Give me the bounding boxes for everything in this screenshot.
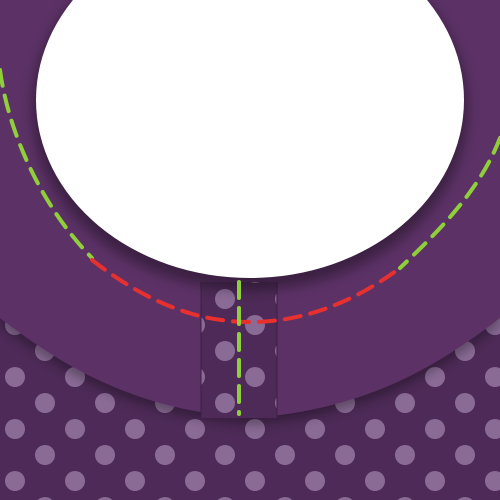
stitch-line-right [398, 136, 500, 270]
neck-opening-icon [36, 0, 464, 278]
stitch-line-bottom [90, 258, 402, 325]
stitch-line-left [0, 68, 94, 260]
